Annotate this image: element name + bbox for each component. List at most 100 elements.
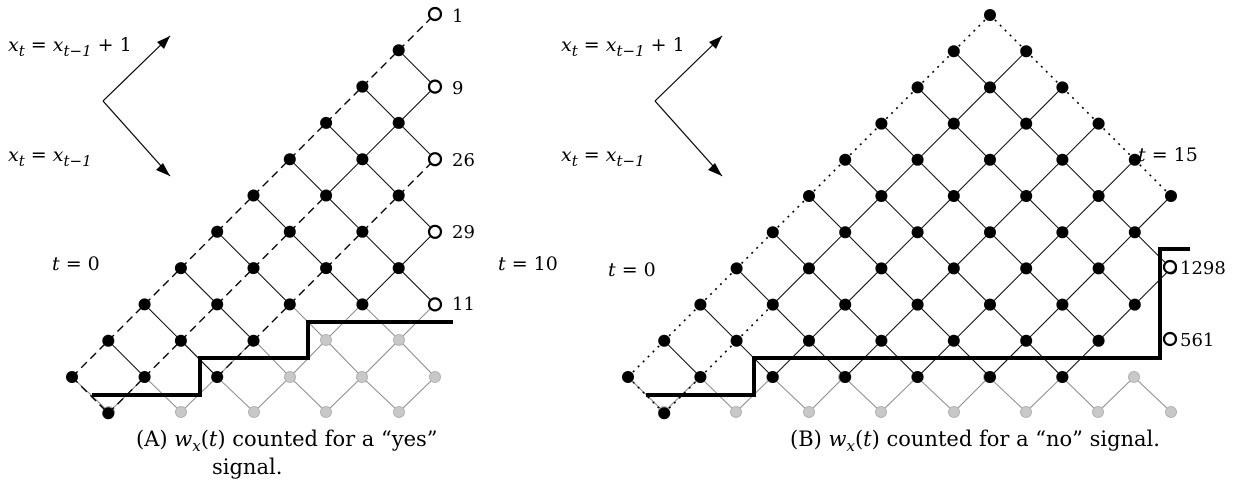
lattice-edge (917, 123, 955, 161)
lattice-node (356, 80, 369, 93)
panel-b-t-start: t = 0 (608, 259, 656, 281)
lattice-edge (699, 267, 738, 306)
lattice-edge (881, 231, 918, 269)
lattice-node (730, 262, 743, 275)
lattice-edge (1098, 123, 1136, 161)
lattice-edge (663, 304, 701, 342)
lattice-node (911, 153, 924, 166)
boundary-path (92, 320, 453, 397)
lattice-edge (627, 376, 665, 414)
gray-lattice-node (803, 406, 815, 418)
end-value-label: 11 (452, 294, 475, 315)
lattice-edge (808, 231, 846, 269)
lattice-edge (362, 158, 400, 196)
lattice-edge (71, 340, 109, 378)
lattice-edge (1062, 304, 1099, 342)
lattice-edge (989, 159, 1027, 197)
lattice-node (947, 117, 960, 130)
lattice-edge (844, 195, 882, 233)
lattice-node (984, 9, 996, 21)
lattice-edge (881, 195, 918, 233)
panel-b-t-end: t = 15 (1138, 144, 1198, 166)
lattice-edge (953, 231, 991, 269)
gray-lattice-edge (843, 376, 882, 413)
lattice-edge (144, 304, 182, 342)
lattice-edge (1098, 268, 1136, 305)
lattice-edge (772, 268, 810, 305)
lattice-node (1056, 226, 1069, 239)
lattice-edge (627, 340, 665, 378)
panel-a-t-end: t = 10 (498, 253, 558, 275)
lattice-edge (736, 304, 774, 342)
lattice-node (658, 407, 671, 420)
lattice-node (356, 225, 369, 238)
lattice-edge (1025, 159, 1063, 197)
gray-lattice-edge (361, 376, 400, 413)
lattice-edge (180, 303, 218, 342)
end-node (1162, 331, 1178, 347)
lattice-node (1092, 190, 1105, 202)
lattice-edge (398, 13, 436, 51)
lattice-edge (917, 231, 955, 269)
lattice-edge (917, 87, 955, 124)
lattice-edge (289, 158, 327, 196)
lattice-node (66, 371, 78, 383)
lattice-node (392, 262, 405, 275)
gray-lattice-node (948, 406, 960, 418)
gray-lattice-edge (289, 376, 327, 413)
end-node (427, 152, 443, 167)
lattice-edge (1134, 195, 1172, 233)
lattice-node (392, 44, 405, 57)
lattice-edge (953, 195, 991, 233)
lattice-node (1092, 262, 1105, 275)
lattice-edge (1025, 268, 1063, 305)
lattice-edge (1062, 231, 1099, 269)
gray-lattice-edge (71, 376, 110, 413)
lattice-node (1128, 226, 1141, 239)
panel-a-caption: (A) wx(t) counted for a “yes” (136, 427, 438, 455)
lattice-node (839, 226, 852, 239)
lattice-node (247, 189, 260, 202)
lattice-node (694, 298, 707, 311)
lattice-node (283, 225, 296, 238)
lattice-edge (1025, 123, 1063, 161)
lattice-node (911, 81, 924, 94)
lattice-edge (361, 195, 400, 233)
lattice-node (947, 262, 960, 275)
lattice-edge (398, 86, 436, 124)
lattice-node (694, 371, 707, 383)
gray-lattice-node (248, 406, 260, 418)
lattice-node (1020, 262, 1033, 275)
lattice-edge (361, 49, 400, 88)
lattice-edge (325, 267, 363, 305)
lattice-node (839, 298, 852, 311)
lattice-node (1092, 334, 1105, 347)
lattice-edge (953, 123, 991, 161)
lattice-node (138, 298, 151, 311)
lattice-node (320, 262, 333, 275)
lattice-node (911, 371, 924, 383)
lattice-edge (1098, 159, 1136, 197)
lattice-node (875, 117, 888, 130)
gray-lattice-edge (1025, 376, 1063, 413)
lattice-edge (398, 195, 436, 233)
lattice-node (1056, 371, 1069, 383)
lattice-edge (808, 304, 846, 342)
lattice-edge (398, 231, 436, 269)
lattice-edge (1025, 195, 1063, 233)
lattice-edge (917, 195, 955, 233)
lattice-edge (989, 50, 1027, 88)
lattice-node (839, 371, 852, 383)
lattice-edge (398, 267, 436, 305)
gray-lattice-node (1128, 371, 1140, 383)
gray-lattice-node (393, 334, 405, 346)
lattice-node (138, 371, 151, 383)
lattice-node (356, 153, 369, 166)
lattice-edge (953, 268, 991, 305)
lattice-edge (362, 86, 400, 124)
panel-a-caption-line2: signal. (212, 455, 282, 479)
lattice-edge (71, 376, 109, 414)
lattice-edge (144, 340, 182, 378)
lattice-node (211, 298, 224, 311)
